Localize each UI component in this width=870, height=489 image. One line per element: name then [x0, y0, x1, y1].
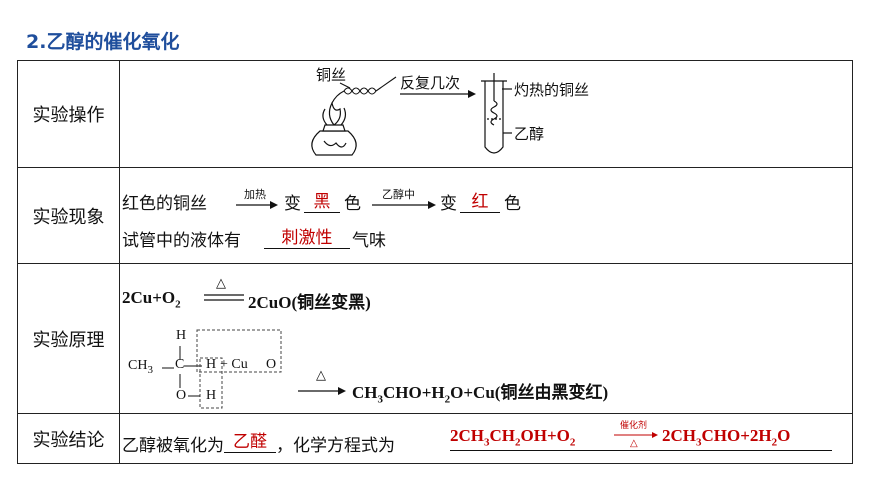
- smell-word: 气味: [352, 231, 386, 251]
- eq1-equals: [204, 294, 244, 301]
- conclusion-cell: 乙醇被氧化为 乙醛 ，化学方程式为 2CH3CH2OH+O2 催化剂 △ 2CH…: [119, 413, 853, 464]
- test-tube-icon: [481, 73, 512, 154]
- ethanol-structure-diagram: [162, 329, 282, 409]
- row-label-phenomenon: 实验现象: [17, 167, 120, 264]
- principle-cell: 2Cu+O2 △ 2CuO(铜丝变黑) H CH3 C H + Cu O O H…: [119, 263, 853, 414]
- answer-pungent: 刺激性: [264, 223, 350, 249]
- struct-o: O: [176, 388, 187, 403]
- answer-black: 黑: [304, 187, 340, 213]
- conclusion-products: 2CH3CHO+2H2O: [662, 426, 791, 449]
- conclusion-text-1: 乙醇被氧化为: [122, 436, 224, 456]
- heat-condition: 加热: [244, 188, 266, 201]
- copper-wire-icon: [331, 76, 397, 104]
- phenomenon-cell: 红色的铜丝 加热 变 黑 色 乙醇中 变 红 色 试管中的液体有 刺激性 气味: [119, 167, 853, 264]
- apparatus-illustration: [311, 73, 512, 156]
- hot-copper-label: 灼热的铜丝: [514, 81, 590, 99]
- struct-ch3: CH3: [128, 358, 153, 376]
- phenomenon-red-copper: 红色的铜丝: [122, 194, 207, 214]
- operation-cell: 铜丝 反复几次 灼热的铜丝 乙醇: [119, 60, 853, 168]
- color-word-2: 色: [504, 194, 521, 214]
- eq2-products: CH3CHO+H2O+Cu(铜丝由黑变红): [352, 383, 609, 406]
- struct-c: C: [175, 357, 185, 372]
- eq1-products: 2CuO(铜丝变黑): [248, 293, 371, 312]
- struct-h-mid: H: [206, 357, 217, 372]
- liquid-smell-text: 试管中的液体有: [122, 231, 241, 251]
- struct-h-top: H: [176, 328, 187, 343]
- answer-red: 红: [460, 187, 500, 213]
- struct-plus-cu: + Cu: [220, 357, 248, 372]
- ethanol-label: 乙醇: [514, 125, 545, 143]
- struct-h-bot: H: [206, 388, 217, 403]
- change-word-1: 变: [284, 194, 301, 214]
- answer-acetaldehyde: 乙醛: [224, 427, 276, 453]
- experiment-table: 实验操作: [17, 60, 853, 464]
- struct-o-right: O: [266, 357, 277, 372]
- change-word-2: 变: [440, 194, 457, 214]
- color-word-1: 色: [344, 194, 361, 214]
- ethanol-arrow: [372, 201, 436, 209]
- alcohol-lamp-icon: [311, 101, 357, 156]
- row-label-operation: 实验操作: [17, 60, 120, 168]
- ethanol-condition: 乙醇中: [382, 188, 415, 201]
- heat-arrow: [236, 201, 278, 209]
- conclusion-text-2: ，化学方程式为: [276, 436, 395, 456]
- conclusion-arrow: [614, 432, 658, 438]
- eq2-arrow: [298, 387, 346, 395]
- conclusion-equation: 2CH3CH2OH+O2: [450, 426, 832, 451]
- conclusion-heat-symbol: △: [630, 438, 638, 449]
- row-label-conclusion: 实验结论: [17, 413, 120, 464]
- repeat-label: 反复几次: [400, 74, 461, 92]
- catalyst-label: 催化剂: [620, 421, 648, 431]
- row-label-principle: 实验原理: [17, 263, 120, 414]
- copper-wire-label: 铜丝: [316, 66, 347, 84]
- section-title: 2.乙醇的催化氧化: [26, 31, 180, 53]
- eq2-heat-symbol: △: [316, 368, 326, 383]
- eq1-reactants: 2Cu+O2: [122, 288, 181, 311]
- eq1-heat-symbol: △: [216, 276, 226, 291]
